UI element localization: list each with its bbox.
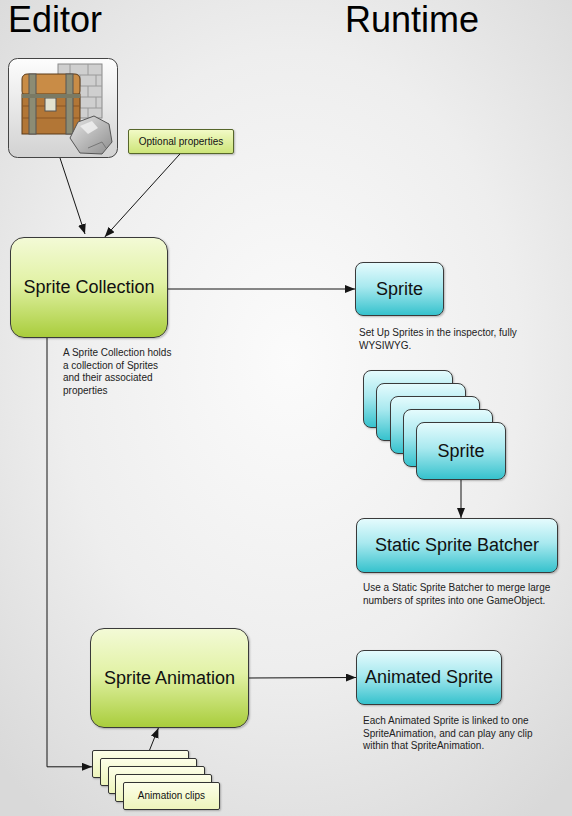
runtime-box: SpriteSet Up Sprites in the inspector, f… (355, 262, 444, 316)
box-title: Sprite (374, 279, 425, 300)
box-title: Optional properties (137, 136, 226, 148)
column-heading: Runtime (345, 0, 479, 40)
front-card: Sprite (416, 422, 506, 480)
flow-arrow (461, 480, 462, 518)
box-title: Sprite (435, 441, 486, 462)
flow-arrow (47, 338, 92, 767)
box-title: Animation clips (136, 790, 207, 802)
box-note: Use a Static Sprite Batcher to merge lar… (363, 582, 561, 607)
box-title: Animated Sprite (363, 667, 495, 688)
flow-arrow (249, 677, 356, 679)
box-title: Static Sprite Batcher (373, 535, 541, 556)
editor-box: Sprite CollectionA Sprite Collection hol… (10, 237, 168, 338)
runtime-box: Animated SpriteEach Animated Sprite is l… (356, 650, 502, 705)
box-note: A Sprite Collection holds a collection o… (63, 347, 175, 397)
clip-stack: Animation clips (92, 750, 220, 810)
flow-arrow (150, 728, 159, 750)
input-box: Optional properties (128, 129, 234, 154)
flow-arrow (105, 154, 180, 237)
box-note: Each Animated Sprite is linked to one Sp… (363, 715, 558, 753)
sprite-stack: Sprite (363, 370, 506, 482)
flow-arrow (168, 289, 355, 290)
column-heading: Editor (8, 0, 102, 40)
front-card: Animation clips (123, 782, 220, 810)
illustration-arrow (60, 158, 85, 234)
illustration-frame (9, 59, 118, 158)
treasure-chest (22, 74, 80, 134)
box-title: Sprite Collection (21, 277, 156, 298)
runtime-box: Static Sprite BatcherUse a Static Sprite… (356, 518, 558, 573)
sprite-illustration (8, 58, 118, 158)
editor-box: Sprite Animation (90, 628, 249, 728)
box-note: Set Up Sprites in the inspector, fully W… (359, 327, 524, 352)
rock (70, 116, 112, 154)
box-title: Sprite Animation (102, 668, 237, 689)
